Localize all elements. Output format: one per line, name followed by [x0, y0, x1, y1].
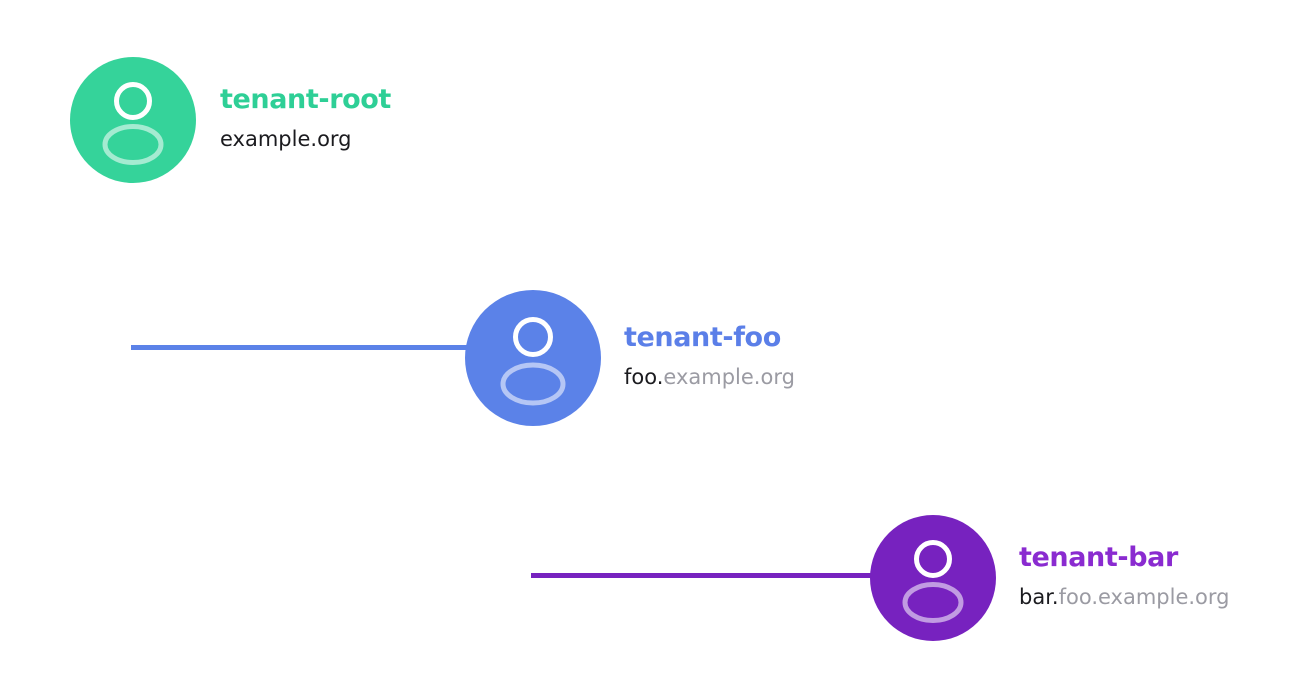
tenant-foo-domain: foo.example.org: [624, 366, 795, 389]
tenant-root-domain: example.org: [220, 128, 391, 151]
tenant-root-avatar[interactable]: [70, 57, 196, 183]
user-avatar-icon: [102, 82, 164, 165]
tenant-bar-avatar[interactable]: [870, 515, 996, 641]
node-tenant-root[interactable]: tenant-root example.org: [70, 57, 391, 183]
tenant-bar-domain-rest: foo.example.org: [1058, 585, 1230, 610]
tenant-foo-avatar[interactable]: [465, 290, 601, 426]
node-tenant-bar[interactable]: tenant-bar bar.foo.example.org: [870, 515, 1230, 641]
tenant-bar-domain: bar.foo.example.org: [1019, 586, 1230, 609]
tenant-foo-title: tenant-foo: [624, 321, 781, 353]
tenant-foo-domain-rest: example.org: [663, 365, 795, 390]
edge-root-to-foo: [131, 184, 467, 350]
tenant-bar-labels: tenant-bar bar.foo.example.org: [1019, 541, 1230, 610]
edge-foo-to-bar: [531, 422, 872, 578]
user-avatar-icon: [902, 540, 964, 623]
node-tenant-foo[interactable]: tenant-foo foo.example.org: [465, 290, 795, 426]
tenant-root-domain-prefix: example.org: [220, 127, 352, 152]
tenant-foo-domain-prefix: foo.: [624, 365, 664, 390]
tenant-bar-domain-prefix: bar.: [1019, 585, 1059, 610]
tenant-root-labels: tenant-root example.org: [220, 83, 391, 152]
tenant-bar-title: tenant-bar: [1019, 541, 1178, 573]
tenant-foo-labels: tenant-foo foo.example.org: [624, 321, 795, 390]
tenant-root-title: tenant-root: [220, 83, 391, 115]
user-avatar-icon: [500, 317, 566, 406]
